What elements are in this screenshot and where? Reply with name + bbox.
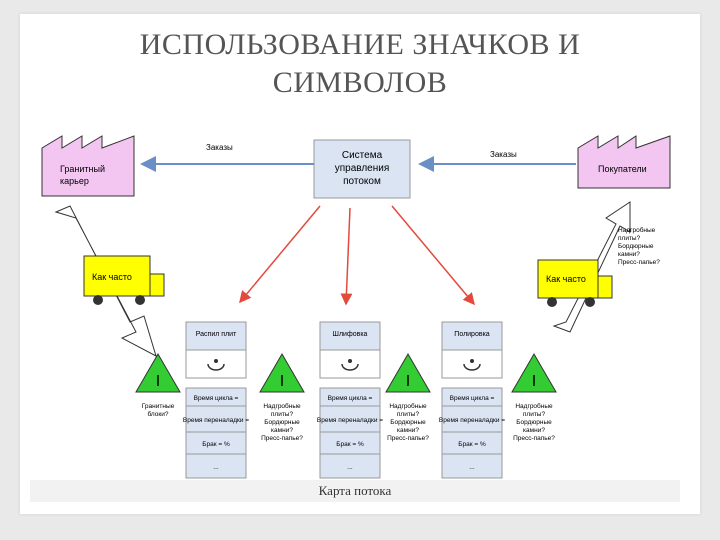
truck-left-label: Как часто [92, 272, 132, 282]
control-label-1: Система [342, 150, 383, 161]
inventory-triangle-2: I [259, 353, 305, 393]
svg-text:I: I [406, 373, 410, 390]
svg-text:...: ... [469, 464, 475, 471]
svg-text:камни?: камни? [397, 427, 419, 434]
data-box-1: Время цикла = Время переналадки = Брак =… [183, 387, 249, 479]
supplier-label-1: Гранитный [60, 164, 105, 174]
data-box-3: Время цикла = Время переналадки = Брак =… [439, 387, 505, 479]
control-label-2: управления [335, 163, 390, 174]
svg-text:Пресс-папье?: Пресс-папье? [261, 435, 303, 442]
operator-icon [463, 363, 481, 371]
svg-text:Гранитные: Гранитные [142, 403, 175, 410]
schedule-arrow-2 [340, 207, 353, 306]
supplier-factory-icon: Гранитный карьер [41, 135, 135, 197]
svg-text:Надгробные: Надгробные [618, 226, 656, 234]
svg-text:камни?: камни? [618, 251, 640, 258]
operator-icon [341, 363, 359, 371]
inventory-note-4: Надгробные плиты? Бордюрные камни? Пресс… [513, 402, 555, 442]
process-box-1: Распил плит [185, 321, 247, 379]
svg-text:Время цикла =: Время цикла = [194, 395, 239, 402]
data-box-2: Время цикла = Время переналадки = Брак =… [317, 387, 383, 479]
truck-right-label: Как часто [546, 274, 586, 284]
title-line-1: ИСПОЛЬЗОВАНИЕ ЗНАЧКОВ И [139, 28, 581, 61]
svg-text:Время цикла =: Время цикла = [328, 395, 373, 402]
inventory-triangle-3: I [385, 353, 431, 393]
svg-text:камни?: камни? [523, 427, 545, 434]
truck-icon-left: Как часто [83, 255, 165, 305]
inventory-note-3: Надгробные плиты? Бордюрные камни? Пресс… [387, 402, 429, 442]
svg-text:плиты?: плиты? [397, 411, 420, 418]
inventory-note-2: Надгробные плиты? Бордюрные камни? Пресс… [261, 402, 303, 442]
process-2-name: Шлифовка [333, 331, 368, 338]
inventory-triangle-4: I [511, 353, 557, 393]
svg-text:Бордюрные: Бордюрные [264, 419, 300, 426]
svg-text:Пресс-папье?: Пресс-папье? [618, 259, 660, 266]
truck-icon-right: Как часто [537, 259, 613, 307]
svg-text:Брак = %: Брак = % [458, 441, 486, 448]
value-stream-map: Гранитный карьер Покупатели Система упра… [41, 135, 671, 479]
schedule-arrow-1 [239, 205, 321, 304]
svg-text:I: I [532, 373, 536, 390]
svg-text:Надгробные: Надгробные [263, 402, 301, 410]
svg-text:Время цикла =: Время цикла = [450, 395, 495, 402]
svg-text:...: ... [347, 464, 353, 471]
svg-text:плиты?: плиты? [271, 411, 294, 418]
customer-label: Покупатели [598, 164, 647, 174]
svg-text:блоки?: блоки? [147, 410, 168, 418]
svg-text:камни?: камни? [271, 427, 293, 434]
svg-text:...: ... [213, 464, 219, 471]
svg-text:Пресс-папье?: Пресс-папье? [513, 435, 555, 442]
svg-text:Пресс-папье?: Пресс-папье? [387, 435, 429, 442]
inventory-note-1: Гранитные блоки? [142, 403, 175, 418]
svg-text:I: I [280, 373, 284, 390]
control-system-box: Система управления потоком [313, 139, 411, 199]
svg-text:Надгробные: Надгробные [389, 402, 427, 410]
process-3-name: Полировка [454, 331, 489, 338]
orders-label-left: Заказы [206, 143, 233, 152]
control-label-3: потоком [343, 176, 381, 187]
svg-text:Бордюрные: Бордюрные [390, 419, 426, 426]
process-box-2: Шлифовка [319, 321, 381, 379]
svg-text:Время переналадки =: Время переналадки = [317, 417, 383, 424]
title-line-2: СИМВОЛОВ [272, 66, 448, 99]
svg-text:Брак = %: Брак = % [202, 441, 230, 448]
svg-text:Время переналадки =: Время переналадки = [439, 417, 505, 424]
svg-text:Бордюрные: Бордюрные [516, 419, 552, 426]
slide-title: ИСПОЛЬЗОВАНИЕ ЗНАЧКОВ И СИМВОЛОВ [0, 26, 720, 102]
process-box-3: Полировка [441, 321, 503, 379]
operator-icon [207, 363, 225, 371]
orders-label-right: Заказы [490, 150, 517, 159]
figure-caption: Карта потока [30, 480, 680, 502]
svg-text:плиты?: плиты? [618, 235, 641, 242]
process-1-name: Распил плит [196, 331, 237, 338]
svg-text:плиты?: плиты? [523, 411, 546, 418]
customer-order-note: Надгробные плиты? Бордюрные камни? Пресс… [618, 226, 660, 266]
svg-text:Бордюрные: Бордюрные [618, 243, 654, 250]
svg-text:Брак = %: Брак = % [336, 441, 364, 448]
svg-text:Время переналадки =: Время переналадки = [183, 417, 249, 424]
supplier-label-2: карьер [60, 176, 89, 186]
customer-factory-icon: Покупатели [577, 135, 671, 189]
schedule-arrow-3 [391, 205, 475, 306]
inventory-triangle-1: I [135, 353, 181, 393]
svg-text:I: I [156, 373, 160, 390]
svg-text:Надгробные: Надгробные [515, 402, 553, 410]
